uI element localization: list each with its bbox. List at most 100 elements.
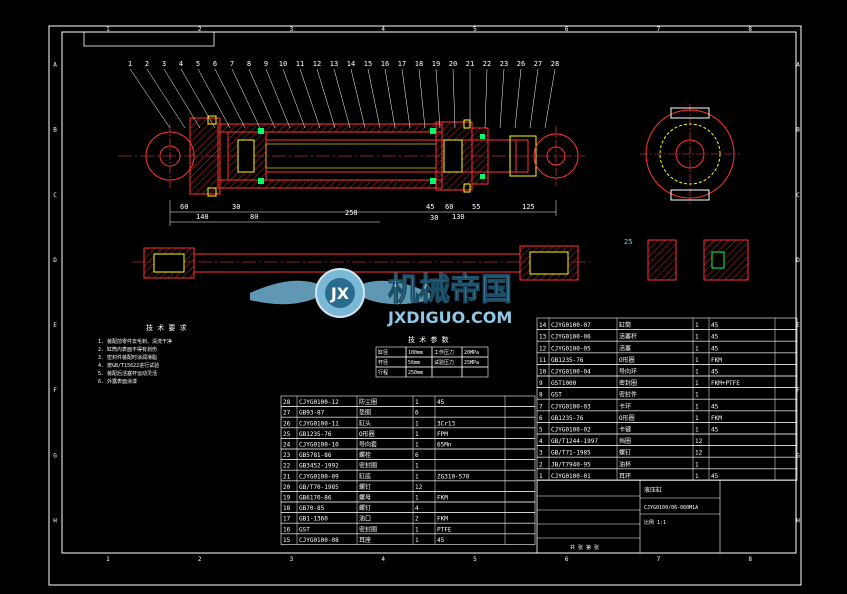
bom-cell: GB1235-76 xyxy=(551,357,584,364)
perf-table-cell: 100mm xyxy=(408,350,423,356)
bom-cell: GB3452-1992 xyxy=(299,463,339,470)
dim-30a: 30 xyxy=(232,203,240,211)
perf-table-cell: 工作压力 xyxy=(434,349,454,356)
bom-cell: 挡圈 xyxy=(619,437,631,445)
bom-cell: 65Mn xyxy=(437,442,452,449)
title-block-name: 液压缸 xyxy=(644,486,662,494)
bom-cell: 密封件 xyxy=(619,391,637,399)
bom-cell: 18 xyxy=(283,505,291,512)
part-balloon: 10 xyxy=(279,60,287,68)
bom-cell: 28 xyxy=(283,399,291,406)
bom-cell: 45 xyxy=(437,537,445,544)
dim-250: 250 xyxy=(345,209,358,217)
bom-cell: 8 xyxy=(539,392,543,399)
part-balloon: 9 xyxy=(264,60,268,68)
frame-col-label: 3 xyxy=(290,26,294,33)
bom-cell: 密封圈 xyxy=(359,525,377,533)
bom-cell: 油杯 xyxy=(619,460,631,468)
part-balloon: 26 xyxy=(517,60,525,68)
dim-60a: 60 xyxy=(180,203,188,211)
bom-cell: FKM xyxy=(437,516,448,523)
bom-cell: 12 xyxy=(539,345,547,352)
bom-cell: CJYG0100-09 xyxy=(299,473,339,480)
bom-cell: 6 xyxy=(415,410,419,417)
title-block: 液压缸 CJYG0100/06-060M1A 比例 1:1 共 张 第 张 xyxy=(536,479,797,554)
part-balloon: 27 xyxy=(534,60,542,68)
bom-cell: 12 xyxy=(415,484,423,491)
bom-cell: 1 xyxy=(695,415,699,422)
bom-cell: 油口 xyxy=(359,515,371,523)
part-balloon: 22 xyxy=(483,60,491,68)
part-balloon: 20 xyxy=(449,60,457,68)
bom-cell: 45 xyxy=(711,369,719,376)
bom-cell: FKM xyxy=(437,495,448,502)
bom-cell: 1 xyxy=(415,431,419,438)
frame-col-label: 4 xyxy=(381,26,385,33)
bom-cell: 11 xyxy=(539,357,547,364)
dim-80: 80 xyxy=(250,213,258,221)
bom-cell: 密封圈 xyxy=(359,462,377,470)
bom-cell: 耳环 xyxy=(619,473,631,480)
frame-col-label: 5 xyxy=(473,556,477,563)
end-view xyxy=(640,104,740,204)
part-balloon: 17 xyxy=(398,60,406,68)
bom-cell: CJYG0100-10 xyxy=(299,442,339,449)
perf-table-cell: 试验压力 xyxy=(434,359,454,366)
part-balloon: 16 xyxy=(381,60,389,68)
frame-col-label: 3 xyxy=(290,556,294,563)
bom-cell: 45 xyxy=(711,403,719,410)
bom-cell: GB1235-76 xyxy=(551,415,584,422)
part-balloon: 12 xyxy=(313,60,321,68)
bom-cell: 45 xyxy=(711,473,719,480)
perf-table-cell: 25MPa xyxy=(464,360,479,366)
frame-col-label: 6 xyxy=(565,556,569,563)
bom-cell: 23 xyxy=(283,452,291,459)
bom-cell: 26 xyxy=(283,420,291,427)
bom-cell: GB93-87 xyxy=(299,410,325,417)
dim-55: 55 xyxy=(472,203,480,211)
balloon-leaders xyxy=(129,68,556,129)
part-balloon: 15 xyxy=(364,60,372,68)
frame-col-label: 7 xyxy=(657,556,661,563)
frame-row-label: H xyxy=(53,517,57,524)
bom-cell: 1 xyxy=(415,399,419,406)
frame-row-label: A xyxy=(796,62,800,69)
bom-cell: 45 xyxy=(711,334,719,341)
frame-row-label: C xyxy=(796,192,800,199)
bom-cell: CJYG0100-01 xyxy=(551,473,591,480)
bom-cell: 缸底 xyxy=(359,472,371,480)
part-balloon: 3 xyxy=(162,60,166,68)
dim-30b: 30 xyxy=(430,214,438,222)
frame-row-label: F xyxy=(796,387,800,394)
bom-cell: FKM xyxy=(711,357,722,364)
bom-cell: GB5781-86 xyxy=(299,452,332,459)
bom-cell: 垫圈 xyxy=(359,409,371,417)
frame-row-label: H xyxy=(796,517,800,524)
frame-col-label: 8 xyxy=(748,556,752,563)
bom-cell: 导向环 xyxy=(619,368,637,376)
bom-cell: 1 xyxy=(695,461,699,468)
title-block-scale: 比例 1:1 xyxy=(644,519,666,526)
tech-req-line: 4. 按GB/T15622进行试验 xyxy=(98,362,159,369)
bom-cell: CJYG0100-03 xyxy=(551,403,591,410)
bom-cell: 1 xyxy=(695,380,699,387)
bom-cell: 1 xyxy=(539,473,543,480)
bom-cell: CJYG0100-06 xyxy=(551,334,591,341)
perf-table-cell: 杆径 xyxy=(378,359,388,366)
dim-140: 140 xyxy=(196,213,209,221)
bom-cell: 导向套 xyxy=(359,441,377,449)
part-balloon: 18 xyxy=(415,60,423,68)
frame-col-label: 5 xyxy=(473,26,477,33)
watermark-logo: JX 机械帝国 JXDIGUO.COM xyxy=(250,268,513,327)
bom-cell: 25 xyxy=(283,431,291,438)
dim-60b: 60 xyxy=(445,203,453,211)
frame-col-label: 1 xyxy=(106,556,110,563)
dim-45: 45 xyxy=(426,203,434,211)
perf-table-cell: 56mm xyxy=(408,360,420,366)
